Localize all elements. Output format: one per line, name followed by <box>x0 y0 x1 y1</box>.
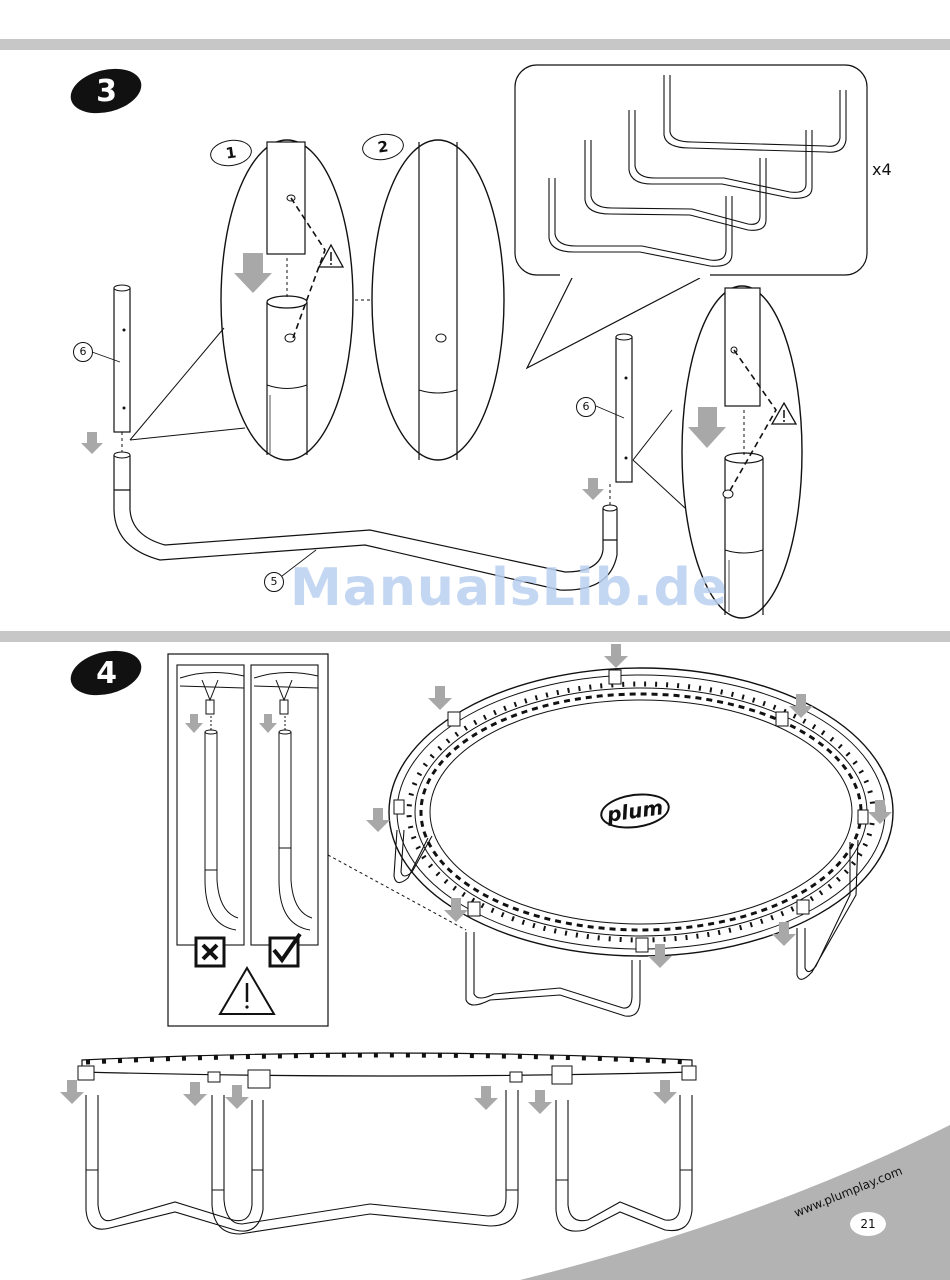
down-arrow-icon <box>60 1080 677 1114</box>
insert-depth-panel <box>168 654 328 1026</box>
warning-triangle-icon <box>319 245 343 267</box>
watermark: ManualsLib.de <box>290 558 728 618</box>
page-number: 21 <box>850 1212 886 1236</box>
wrong-mark-icon <box>196 938 224 966</box>
step3-warnings <box>0 0 950 640</box>
warning-triangle-icon <box>772 403 796 424</box>
trampoline-side-view <box>60 1053 696 1234</box>
correct-mark-icon <box>270 934 300 966</box>
